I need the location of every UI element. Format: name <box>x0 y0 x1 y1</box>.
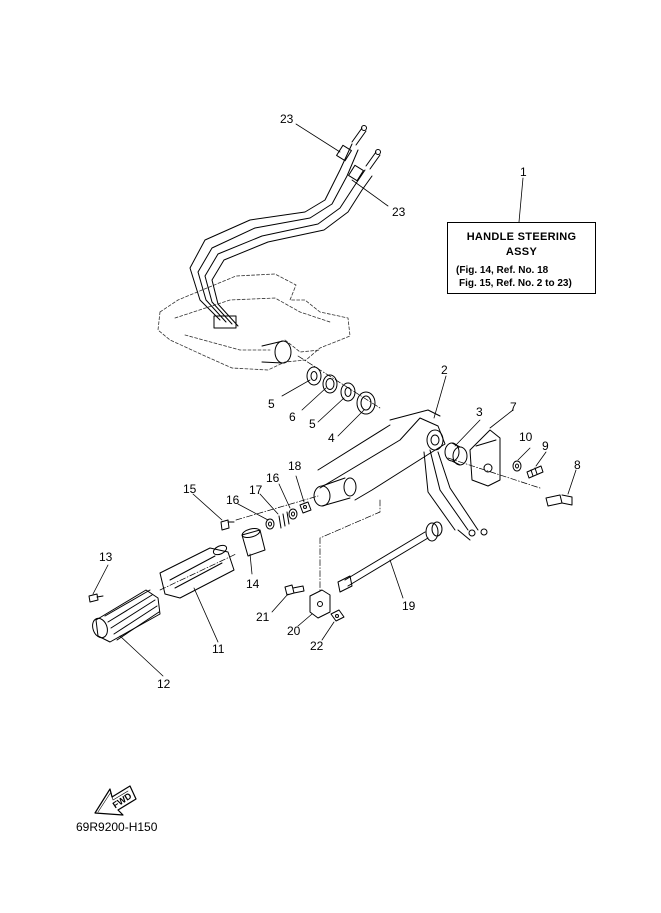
washer-16-left <box>265 518 275 530</box>
collar-3 <box>444 442 468 466</box>
bracket-boss <box>261 340 292 364</box>
callout-7: 7 <box>510 400 517 414</box>
callout-23-top: 23 <box>280 112 294 126</box>
screw-15 <box>220 519 235 531</box>
legend-ref-line1: (Fig. 14, Ref. No. 18 <box>456 265 549 276</box>
callout-6: 6 <box>289 410 296 424</box>
callout-15: 15 <box>183 482 197 496</box>
callout-11: 11 <box>212 642 225 656</box>
engine-bracket-outline <box>157 273 351 371</box>
callout-2: 2 <box>441 363 448 377</box>
centerlines <box>159 355 541 593</box>
shift-bracket-20 <box>309 589 331 619</box>
callout-12: 12 <box>157 677 171 691</box>
callout-8: 8 <box>574 458 581 472</box>
callout-14: 14 <box>246 577 260 591</box>
leader-lines <box>92 123 577 677</box>
callout-numbers: 23 23 2 3 4 5 6 5 7 8 9 10 11 12 13 14 1… <box>99 112 581 691</box>
assembly-legend-box: HANDLE STEERING ASSY (Fig. 14, Ref. No. … <box>447 222 596 294</box>
throttle-grip-12 <box>92 589 161 643</box>
bolt-8 <box>545 494 573 507</box>
callout-5-lower: 5 <box>309 417 316 431</box>
callout-23-bottom: 23 <box>392 205 406 219</box>
callout-22: 22 <box>310 639 324 653</box>
friction-sleeve-14 <box>241 527 266 557</box>
steering-arm <box>313 409 488 541</box>
screw-13 <box>88 593 104 603</box>
throttle-shaft-11 <box>159 544 235 599</box>
callout-1: 1 <box>520 165 527 179</box>
nut-22 <box>330 609 345 622</box>
bolt-21 <box>284 584 305 596</box>
shift-rod-19 <box>337 521 443 593</box>
callout-3: 3 <box>476 405 483 419</box>
callout-18: 18 <box>288 459 302 473</box>
bracket-plate-7 <box>469 429 501 487</box>
fwd-arrow <box>94 785 137 816</box>
throttle-shift-cables <box>189 125 381 329</box>
callout-10: 10 <box>519 430 533 444</box>
bushing-5-upper <box>306 366 322 386</box>
legend-title-line2: ASSY <box>505 246 538 258</box>
callout-16-left: 16 <box>226 493 240 507</box>
callout-20: 20 <box>287 624 301 638</box>
washer-6 <box>322 374 338 394</box>
legend-ref-line2: Fig. 15, Ref. No. 2 to 23) <box>459 278 572 289</box>
callout-9: 9 <box>542 439 549 453</box>
bushing-4 <box>356 391 376 415</box>
callout-13: 13 <box>99 550 113 564</box>
callout-5-upper: 5 <box>268 397 275 411</box>
nut-18 <box>299 501 312 514</box>
diagram-code: 69R9200-H150 <box>76 820 158 834</box>
spring-17 <box>278 511 290 529</box>
callout-19: 19 <box>402 599 416 613</box>
legend-title-line1: HANDLE STEERING <box>466 231 577 243</box>
washer-16-right <box>288 508 298 520</box>
callout-17: 17 <box>249 483 263 497</box>
callout-21: 21 <box>256 610 270 624</box>
callout-16-right: 16 <box>266 471 280 485</box>
washer-10 <box>512 460 522 472</box>
callout-4: 4 <box>328 431 335 445</box>
bolt-9 <box>526 465 544 479</box>
